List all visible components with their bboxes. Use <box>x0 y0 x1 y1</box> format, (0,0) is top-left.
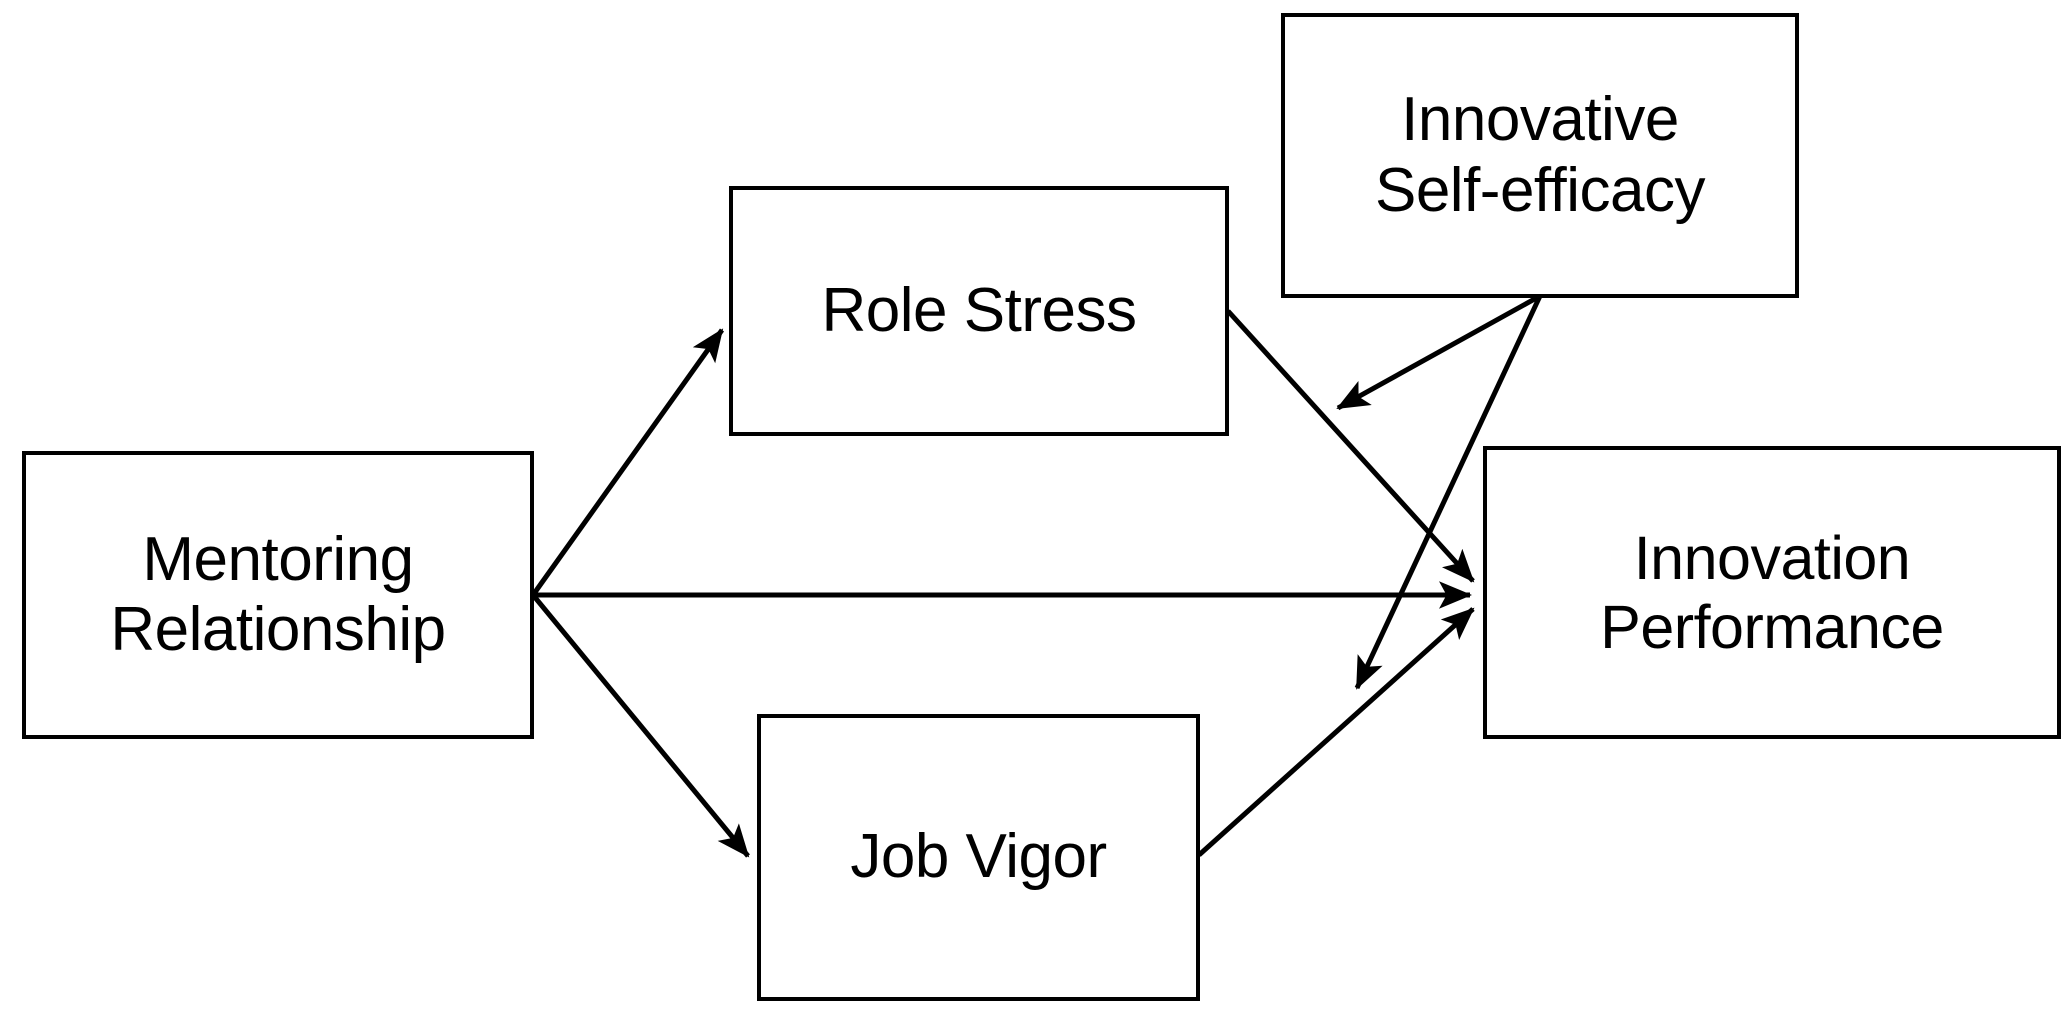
node-job-vigor-label: Job Vigor <box>850 822 1107 892</box>
edge-mentoring-to-role <box>530 328 725 597</box>
edge-mentoring-to-jobvigor <box>531 593 750 858</box>
node-role-stress[interactable]: Role Stress <box>729 186 1229 436</box>
edge-role-to-innovperf <box>1226 309 1475 583</box>
edge-selfeff-moderates-jobvigor-to-innovperf <box>1354 294 1543 690</box>
node-innovative-self-efficacy-label: Innovative Self-efficacy <box>1374 85 1706 225</box>
node-role-stress-label: Role Stress <box>821 275 1137 345</box>
node-mentoring-relationship[interactable]: Mentoring Relationship <box>22 451 534 739</box>
edge-selfeff-moderates-role-to-innovperf <box>1336 293 1542 411</box>
node-innovation-performance[interactable]: Innovation Performance <box>1483 446 2061 739</box>
node-innovative-self-efficacy[interactable]: Innovative Self-efficacy <box>1281 13 1799 298</box>
node-mentoring-relationship-label: Mentoring Relationship <box>110 524 446 664</box>
node-job-vigor[interactable]: Job Vigor <box>757 714 1200 1001</box>
node-innovation-performance-label: Innovation Performance <box>1600 523 1944 661</box>
edge-jobvigor-to-innovperf <box>1197 607 1475 857</box>
